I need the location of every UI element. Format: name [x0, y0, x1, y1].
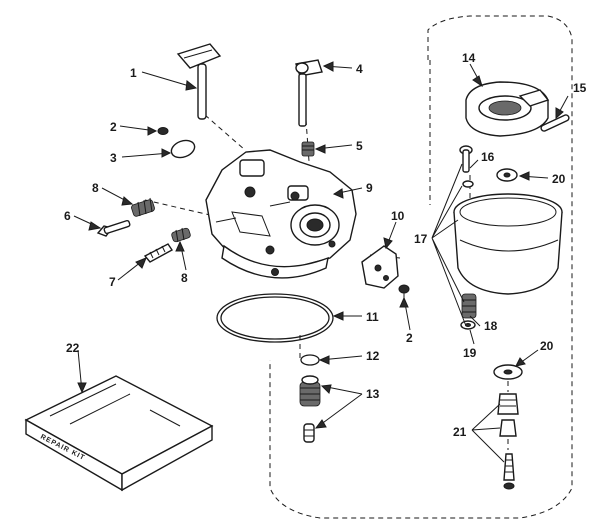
spring-part-8-upper — [131, 197, 155, 217]
label-part-6: 6 — [64, 209, 71, 223]
label-part-22: 22 — [66, 341, 80, 355]
arrowheads — [77, 61, 564, 429]
screw-upper-part — [157, 127, 169, 135]
label-part-5: 5 — [356, 139, 363, 153]
needle-screw-part-7 — [143, 243, 174, 263]
bracket-part-10 — [361, 245, 399, 289]
spring-part-8-lower — [171, 227, 191, 243]
label-part-21: 21 — [453, 425, 467, 439]
label-part-10: 10 — [391, 209, 405, 223]
label-part-13: 13 — [366, 387, 380, 401]
label-part-9: 9 — [366, 181, 373, 195]
spring-part-5 — [301, 141, 315, 157]
o-ring-part-12 — [300, 354, 320, 366]
part-labels: 1 2 3 8 6 7 8 4 5 9 10 2 11 12 13 14 15 … — [64, 51, 587, 439]
label-part-4: 4 — [356, 62, 363, 76]
label-part-12: 12 — [366, 349, 380, 363]
label-part-8-lower: 8 — [181, 271, 188, 285]
label-part-7: 7 — [109, 275, 116, 289]
label-part-14: 14 — [462, 51, 476, 65]
label-part-2-lower: 2 — [406, 331, 413, 345]
screw-lower-part — [398, 284, 410, 300]
carburetor-body-part — [205, 149, 357, 279]
label-part-17: 17 — [414, 232, 428, 246]
label-part-2-upper: 2 — [110, 120, 117, 134]
screw-part-6 — [96, 219, 131, 237]
washer-part-20-lower — [493, 364, 523, 380]
label-part-11: 11 — [366, 310, 379, 324]
label-part-15: 15 — [573, 81, 587, 95]
hinge-pin-part-15 — [540, 114, 570, 132]
bowl-nut-part-21 — [497, 393, 519, 490]
alignment-lines — [144, 114, 509, 450]
washer-part-20-upper — [496, 168, 518, 182]
float-bowl-part-17 — [453, 193, 563, 295]
needle-valve-part-13 — [299, 375, 321, 443]
label-part-1: 1 — [130, 66, 137, 80]
spring-part-18 — [461, 293, 477, 319]
label-part-20-lower: 20 — [540, 339, 554, 353]
label-part-18: 18 — [484, 319, 498, 333]
label-part-3: 3 — [110, 151, 117, 165]
throttle-shaft-part — [176, 43, 222, 120]
label-part-8-upper: 8 — [92, 181, 99, 195]
repair-kit-box-part-22 — [24, 375, 214, 492]
choke-shaft-part — [295, 59, 323, 127]
label-part-19: 19 — [463, 346, 477, 360]
small-ring-part — [462, 180, 474, 188]
pin-part-16 — [459, 145, 473, 173]
gasket-ring-part-11 — [216, 293, 334, 343]
throttle-plate-part — [170, 139, 196, 159]
label-part-20-upper: 20 — [552, 172, 566, 186]
washer-part-19 — [460, 320, 476, 330]
float-part-14 — [465, 81, 550, 137]
label-part-16: 16 — [481, 150, 495, 164]
